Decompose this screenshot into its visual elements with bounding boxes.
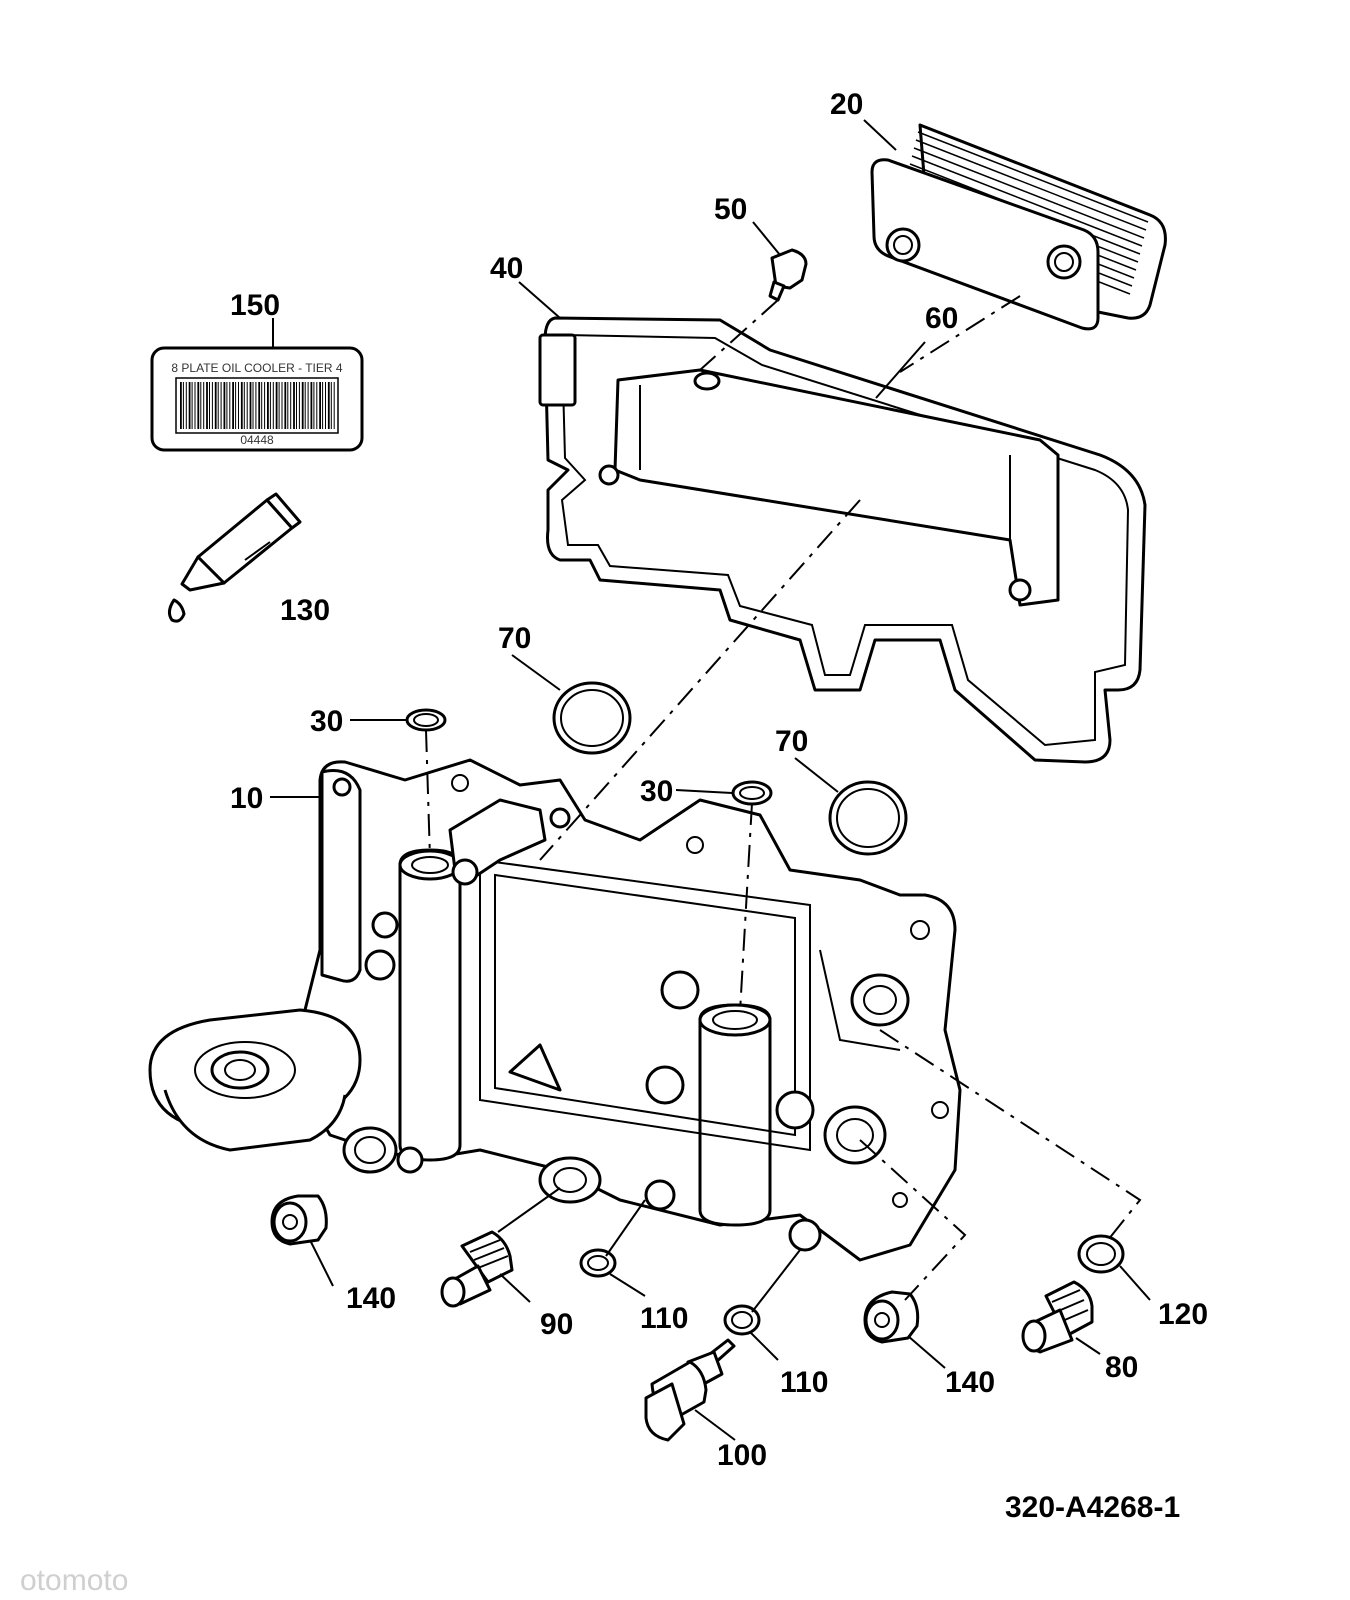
- label-40: 40: [490, 252, 523, 285]
- assembly-centerlines: [425, 295, 1142, 1301]
- fitting-90: [440, 1230, 514, 1308]
- o-ring-30-right: [731, 780, 773, 806]
- o-ring-70-lower: [828, 780, 908, 856]
- label-10: 10: [230, 782, 263, 815]
- label-30-left: 30: [310, 705, 343, 738]
- part-tag-150: 8 PLATE OIL COOLER - TIER 4 04448: [150, 346, 364, 452]
- label-80: 80: [1105, 1351, 1138, 1384]
- label-70-lower: 70: [775, 725, 808, 758]
- label-150: 150: [230, 289, 280, 322]
- sealant-tube-130: [167, 492, 302, 623]
- bolt-50: [768, 248, 808, 302]
- label-110-left: 110: [640, 1302, 688, 1335]
- barcode: [180, 382, 335, 429]
- tag-code: 04448: [240, 433, 274, 447]
- oil-cooler-housing: [148, 758, 962, 1262]
- watermark: otomoto: [20, 1564, 128, 1597]
- o-ring-30-left: [405, 708, 447, 732]
- washer-110-left: [579, 1248, 617, 1278]
- label-140-left: 140: [346, 1282, 396, 1315]
- label-90: 90: [540, 1308, 573, 1341]
- gasket-and-cover: [538, 316, 1147, 764]
- label-60: 60: [925, 302, 958, 335]
- leader-lines: [244, 119, 1151, 1441]
- o-ring-70-upper: [552, 681, 632, 755]
- washer-110-right: [723, 1304, 761, 1336]
- label-20: 20: [830, 88, 863, 121]
- label-100: 100: [717, 1439, 767, 1472]
- part-number-labels: 20 50 40 60 150 130 70 30 70 30 10 140 9…: [230, 88, 1208, 1472]
- sensor-100: [644, 1338, 736, 1442]
- fitting-80: [1021, 1280, 1094, 1354]
- washer-120: [1077, 1234, 1125, 1274]
- drawing-id: 320-A4268-1: [1005, 1491, 1180, 1524]
- label-120: 120: [1158, 1298, 1208, 1331]
- label-70-upper: 70: [498, 622, 531, 655]
- label-110-right: 110: [780, 1366, 828, 1399]
- label-50: 50: [714, 193, 747, 226]
- tag-title: 8 PLATE OIL COOLER - TIER 4: [171, 361, 342, 375]
- plug-140-left: [270, 1194, 328, 1246]
- plug-140-right: [863, 1290, 920, 1344]
- label-140-right: 140: [945, 1366, 995, 1399]
- label-130: 130: [280, 594, 330, 627]
- oil-cooler-core: [870, 123, 1167, 331]
- label-30-right: 30: [640, 775, 673, 808]
